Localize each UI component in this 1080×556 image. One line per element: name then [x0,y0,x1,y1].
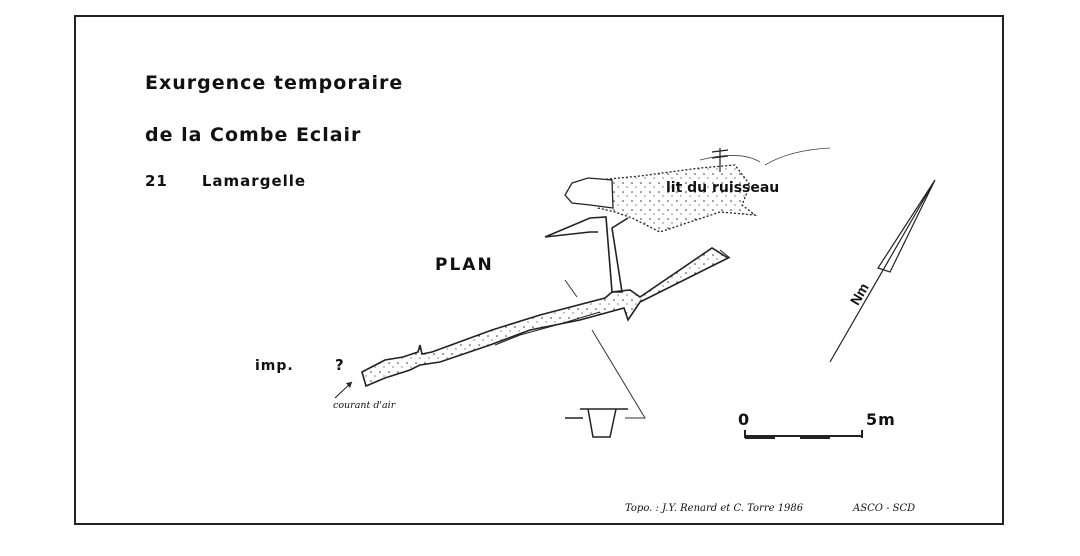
map-title-line2: de la Combe Eclair [145,124,362,146]
plan-label: PLAN [435,255,494,275]
location-number: 21 [145,172,168,190]
location: 21 Lamargelle [145,172,340,190]
club-credit: ASCO - SCD [853,503,916,514]
location-name: Lamargelle [201,172,307,190]
scale-bar [744,430,863,438]
valley-edge [699,147,831,166]
unknown-mark: ? [335,356,345,374]
map-frame [74,15,1004,525]
map-title-line1: Exurgence temporaire [145,72,404,94]
boulders [494,249,731,346]
survey-credit: Topo. : J.Y. Renard et C. Torre 1986 [625,503,804,514]
north-arrow [829,179,936,363]
scale-end: 5m [866,410,896,429]
side-passage [544,216,629,293]
upper-chamber [597,164,758,233]
stream-arrow [711,148,729,172]
section-line [564,279,646,419]
entrance-blocks [564,177,614,209]
airflow-label: courant d'air [333,400,396,411]
impassable-label: imp. [255,358,294,374]
stream-bed-label: lit du ruisseau [666,180,780,196]
main-gallery [361,247,730,388]
cross-section [565,408,628,438]
scale-start: 0 [738,410,751,429]
